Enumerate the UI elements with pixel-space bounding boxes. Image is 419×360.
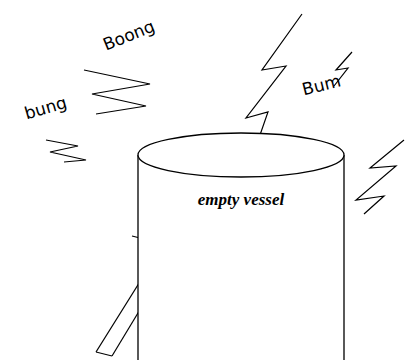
mallet-handle <box>96 352 112 356</box>
cylinder-outline <box>137 132 345 360</box>
sound-zigzag <box>46 140 86 162</box>
cylinder-body <box>138 155 344 360</box>
sound-word: Boong <box>100 16 158 55</box>
vessel-node: empty vessel <box>137 132 345 360</box>
cylinder-top <box>138 133 344 177</box>
vessel-label: empty vessel <box>137 190 345 210</box>
sound-word: bung <box>22 92 69 123</box>
mallet-head <box>152 233 178 259</box>
sound-word: Bum <box>300 71 343 100</box>
lightning-bolt <box>356 140 404 214</box>
sound-zigzag <box>84 70 150 114</box>
